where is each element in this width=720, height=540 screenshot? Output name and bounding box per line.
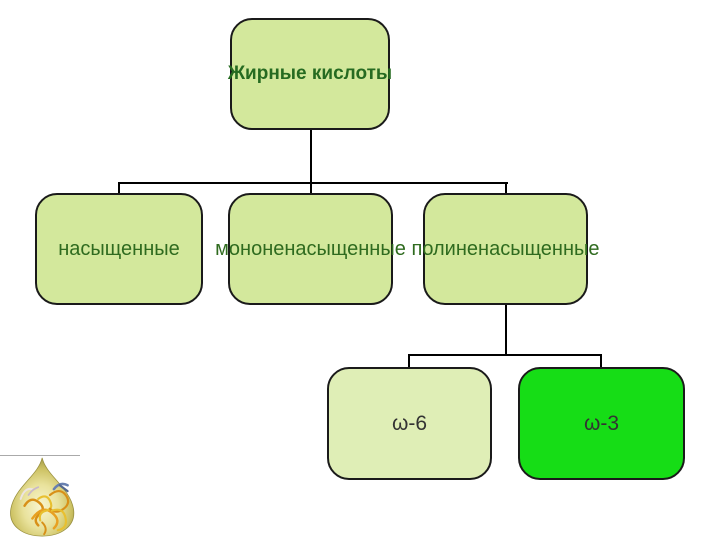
connector-poly-down [505, 305, 507, 356]
node-omega-3-label: ω-3 [583, 411, 620, 435]
node-fatty-acids: Жирные кислоты [227, 18, 393, 130]
node-saturated-label: насыщенные [58, 237, 180, 260]
connector-stub-poly [505, 182, 507, 193]
connector-root-down [310, 130, 312, 183]
connector-level2-bus [118, 182, 508, 184]
node-saturated: насыщенные [35, 193, 203, 305]
node-monounsaturated: мононенасыщенные [215, 193, 406, 305]
divider-line [0, 455, 80, 456]
node-omega-6-label: ω-6 [391, 411, 428, 435]
connector-level3-bus [408, 354, 602, 356]
connector-stub-mono [310, 182, 312, 193]
connector-stub-omega3 [600, 354, 602, 367]
oil-drop-molecule-icon [10, 457, 75, 537]
node-monounsaturated-label: мононенасыщенные [215, 237, 406, 260]
connector-stub-saturated [118, 182, 120, 193]
connector-stub-omega6 [408, 354, 410, 367]
node-polyunsaturated-label: полиненасыщенные [411, 237, 600, 260]
node-polyunsaturated: полиненасыщенные [412, 193, 600, 305]
node-omega-3: ω-3 [518, 367, 685, 480]
node-fatty-acids-label: Жирные кислоты [227, 63, 393, 84]
node-omega-6: ω-6 [327, 367, 492, 480]
